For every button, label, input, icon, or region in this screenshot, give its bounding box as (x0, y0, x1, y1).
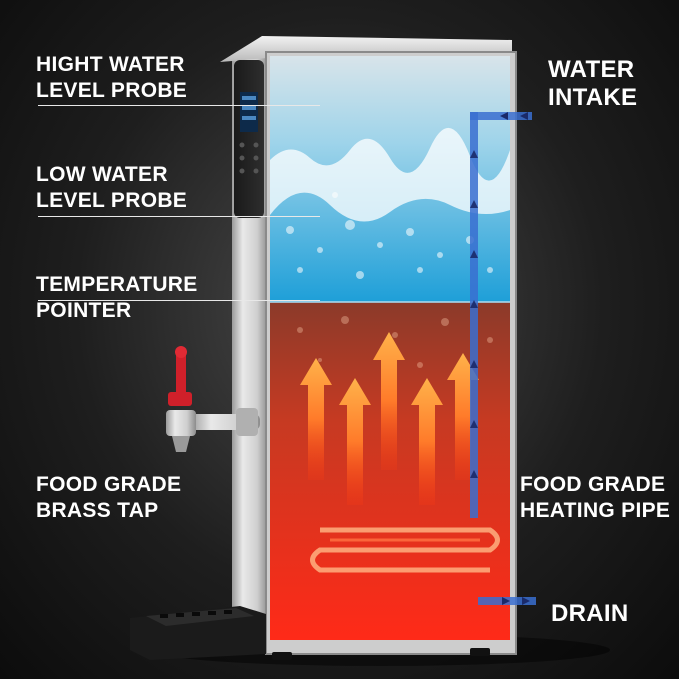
drain-pipe (478, 597, 536, 605)
tap-handle (176, 352, 186, 396)
heat-arrow-icon (300, 332, 479, 505)
drain-arrow-icon (502, 597, 530, 605)
pointer-line-low-probe (38, 216, 320, 217)
label-temperature-pointer: TEMPERATURE POINTER (36, 273, 198, 322)
pointer-line-temperature (38, 300, 320, 301)
label-water-intake: WATER INTAKE (548, 56, 638, 111)
pointer-line-high-probe (38, 105, 320, 106)
bubbles-cold (286, 192, 493, 279)
water-intake-arrow-icon (500, 112, 528, 120)
foot-left (272, 652, 292, 660)
label-brass-tap: FOOD GRADE BRASS TAP (36, 473, 182, 522)
label-high-water-probe: HIGHT WATER LEVEL PROBE (36, 53, 188, 102)
heating-element (310, 527, 500, 573)
control-panel (234, 60, 264, 218)
label-drain: DRAIN (551, 600, 629, 627)
label-low-water-probe: LOW WATER LEVEL PROBE (36, 163, 188, 212)
foam-band (270, 127, 510, 222)
intake-pipe (470, 112, 532, 518)
brass-tap (166, 346, 260, 452)
drip-tray (130, 606, 266, 660)
display-screen (240, 92, 258, 132)
foot-right (470, 648, 490, 656)
label-heating-pipe: FOOD GRADE HEATING PIPE (520, 473, 671, 522)
bubbles-hot (297, 316, 493, 377)
